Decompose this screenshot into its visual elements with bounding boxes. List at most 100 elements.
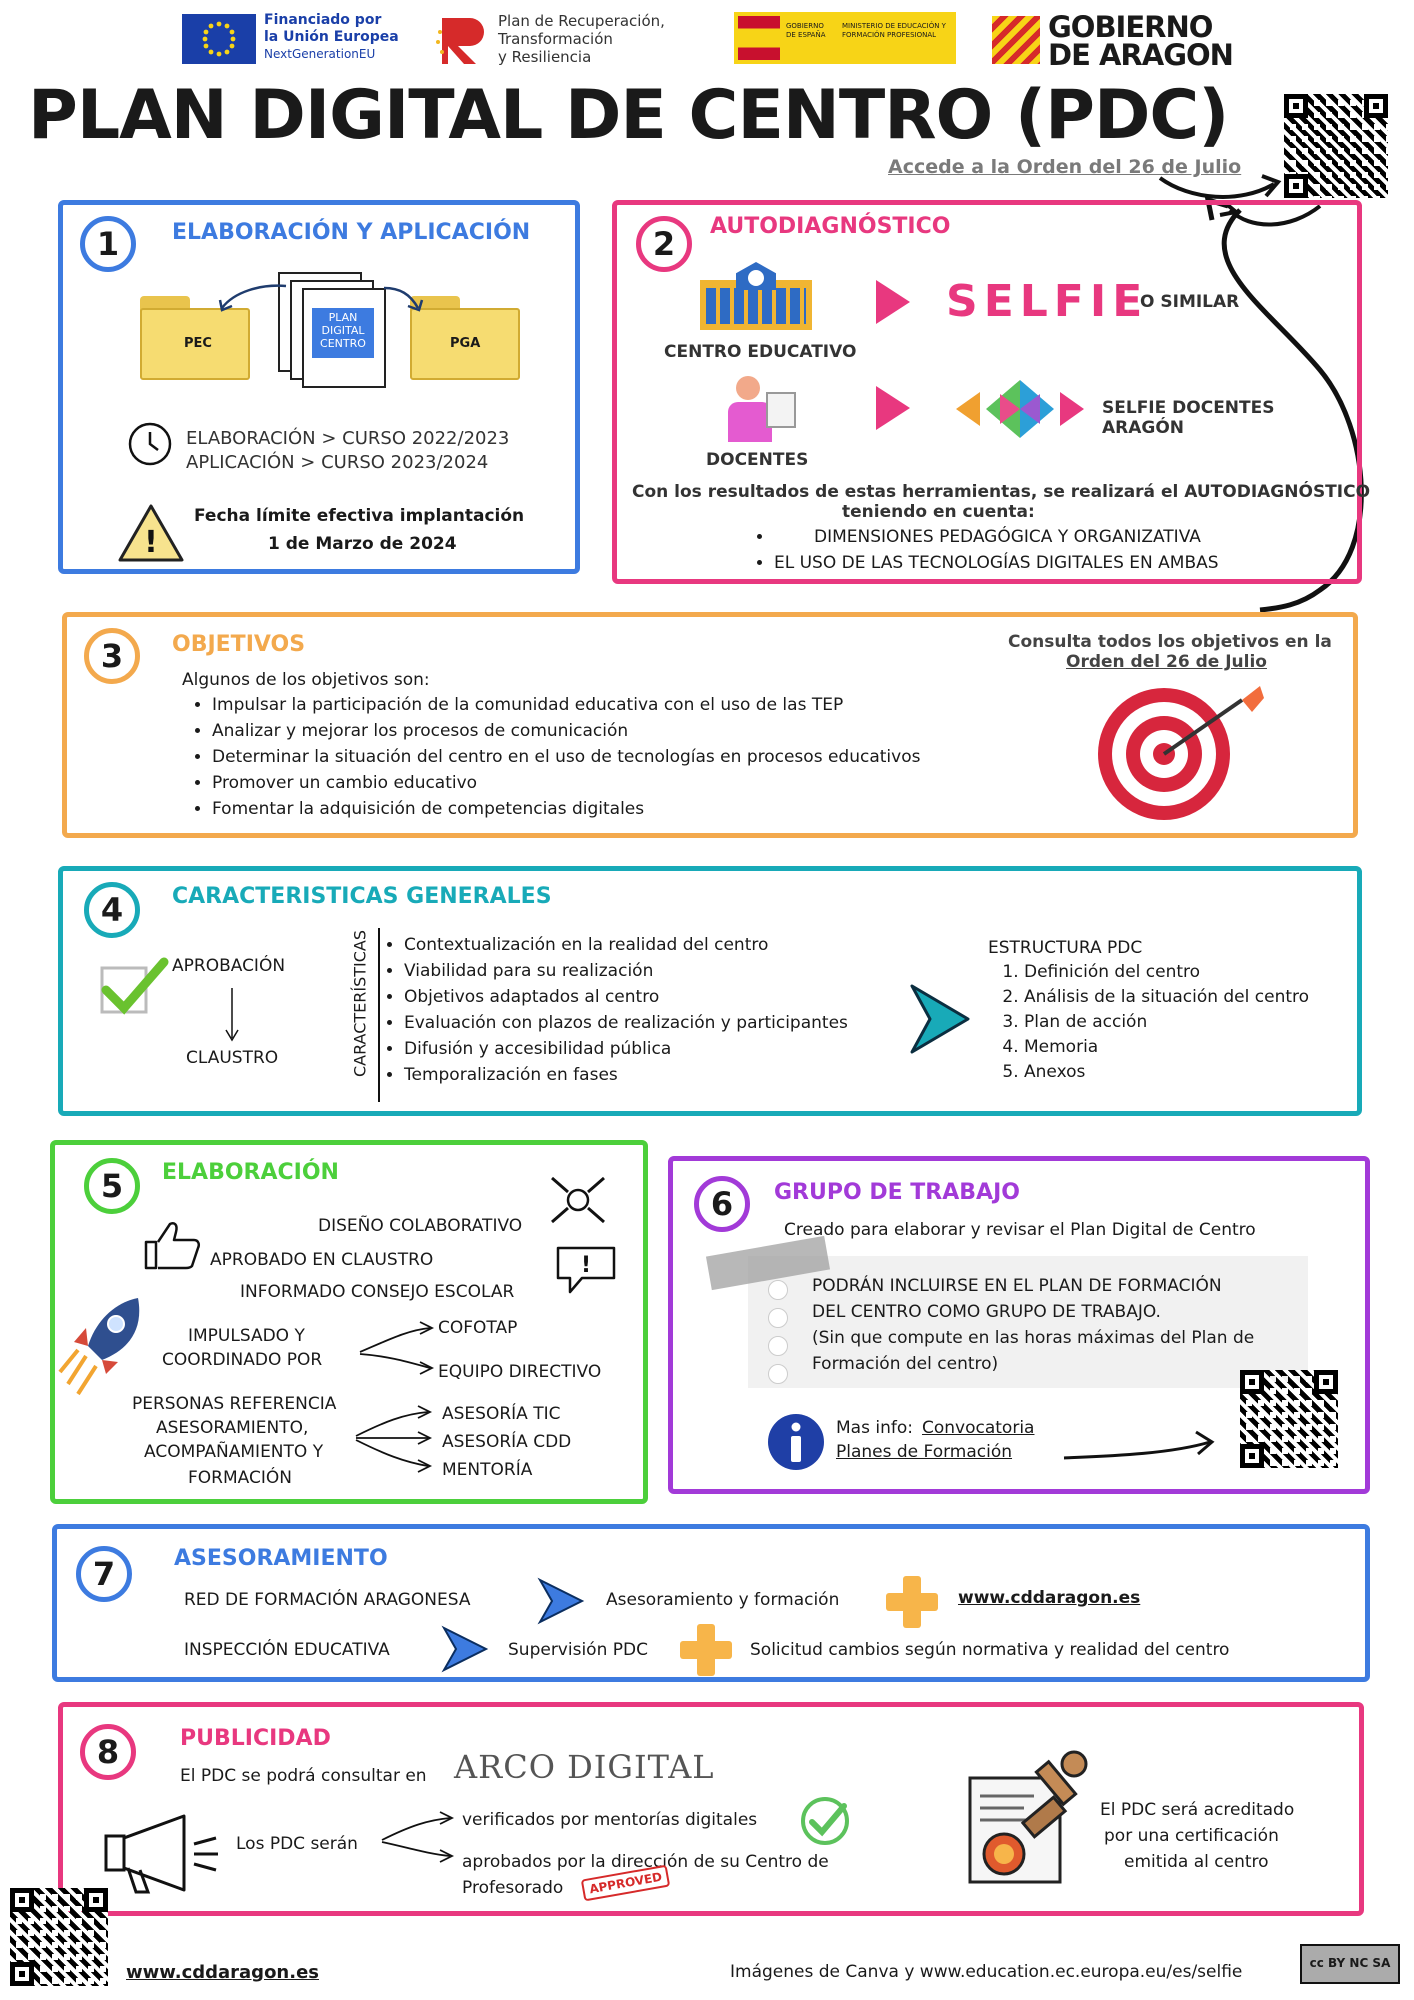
verificados-label: verificados por mentorías digitales: [462, 1810, 758, 1830]
teacher-icon: [722, 376, 796, 442]
list-item: Fomentar la adquisición de competencias …: [212, 796, 920, 822]
list-item: Viabilidad para su realización: [404, 958, 848, 984]
order-link[interactable]: Accede a la Orden del 26 de Julio: [888, 156, 1242, 178]
doc-label-2: DIGITAL: [321, 324, 365, 337]
list-item: Plan de acción: [1024, 1010, 1309, 1035]
school-building-icon: [700, 262, 812, 330]
right-arrow-icon: [1063, 1430, 1215, 1460]
impulsado-line2: COORDINADO POR: [162, 1350, 323, 1370]
list-item: Promover un cambio educativo: [212, 770, 920, 796]
cddaragon-link[interactable]: www.cddaragon.es: [958, 1588, 1141, 1608]
qr-code-formacion[interactable]: [1240, 1370, 1338, 1468]
info-icon: [768, 1414, 824, 1470]
spain-shield-icon: [738, 16, 780, 60]
prtr-line2: Transformación: [498, 30, 613, 48]
acreditado-line3: emitida al centro: [1124, 1852, 1269, 1872]
seran-label: Los PDC serán: [236, 1834, 358, 1854]
planes-formacion-link[interactable]: Planes de Formación: [836, 1442, 1013, 1462]
teamwork-hands-icon: [551, 1176, 605, 1224]
list-item: Impulsar la participación de la comunida…: [212, 692, 920, 718]
consulta-link[interactable]: Orden del 26 de Julio: [1066, 652, 1267, 672]
section-1-box: [58, 200, 580, 574]
page-title: PLAN DIGITAL DE CENTRO (PDC): [28, 76, 1229, 155]
pga-label: PGA: [450, 336, 481, 351]
supervision-label: Supervisión PDC: [508, 1640, 648, 1660]
equipo-directivo-label: EQUIPO DIRECTIVO: [438, 1362, 602, 1382]
creado-text: Creado para elaborar y revisar el Plan D…: [784, 1220, 1256, 1240]
inspeccion-label: INSPECCIÓN EDUCATIVA: [184, 1640, 390, 1660]
asesoria-tic-label: ASESORÍA TIC: [442, 1404, 561, 1424]
target-icon: [1098, 686, 1264, 820]
list-item: EL USO DE LAS TECNOLOGÍAS DIGITALES EN A…: [774, 550, 1219, 576]
aprobado-label: APROBADO EN CLAUSTRO: [210, 1250, 434, 1270]
aplic-text: APLICACIÓN > CURSO 2023/2024: [186, 452, 489, 473]
impulsado-line1: IMPULSADO Y: [188, 1326, 305, 1346]
triple-arrows-icon: [355, 1405, 433, 1473]
elab-text: ELABORACIÓN > CURSO 2022/2023: [186, 428, 510, 449]
results-line1: Con los resultados de estas herramientas…: [632, 482, 1371, 502]
svg-text:!: !: [144, 525, 158, 560]
section-8-title: PUBLICIDAD: [180, 1726, 331, 1751]
aprobados-line2: Profesorado: [462, 1878, 564, 1898]
aragon-flag-icon: [992, 16, 1040, 64]
estructura-list: Definición del centro Análisis de la sit…: [1002, 960, 1309, 1085]
prtr-line1: Plan de Recuperación,: [498, 12, 665, 30]
section-5-box: [50, 1140, 648, 1504]
section-4-title: CARACTERISTICAS GENERALES: [172, 884, 552, 909]
red-label: RED DE FORMACIÓN ARAGONESA: [184, 1590, 471, 1610]
note-line1: PODRÁN INCLUIRSE EN EL PLAN DE FORMACIÓN: [812, 1276, 1222, 1296]
plus-icon-2: [680, 1624, 732, 1676]
docentes-label: DOCENTES: [706, 450, 809, 470]
asesoramiento-label: Asesoramiento y formación: [606, 1590, 840, 1610]
list-item: Temporalización en fases: [404, 1062, 848, 1088]
objetivos-list: Impulsar la participación de la comunida…: [188, 692, 920, 822]
qr-code-footer[interactable]: [10, 1888, 108, 1986]
consulta-line1: Consulta todos los objetivos en la: [1008, 632, 1332, 652]
eu-logo: Financiado por la Unión Europea NextGene…: [182, 12, 412, 66]
aprobacion-label: APROBACIÓN: [172, 956, 286, 976]
qr-code-orden[interactable]: [1284, 94, 1388, 198]
acreditado-line2: por una certificación: [1104, 1826, 1279, 1846]
prtr-r-icon: [432, 12, 490, 68]
split-arrows-icon-2: [381, 1811, 455, 1863]
solicitud-label: Solicitud cambios según normativa y real…: [750, 1640, 1230, 1660]
chevron-right-icon-5: [441, 1625, 489, 1673]
eu-line1: Financiado por: [264, 12, 382, 28]
section-6-title: GRUPO DE TRABAJO: [774, 1180, 1020, 1205]
aragon-line1: GOBIERNO: [1048, 10, 1213, 44]
clock-icon: [128, 422, 172, 466]
list-item: Memoria: [1024, 1035, 1309, 1060]
section-5-title: ELABORACIÓN: [162, 1160, 339, 1185]
section-3-box: [62, 612, 1358, 838]
document-stack-icon: PLAN DIGITAL CENTRO: [278, 272, 386, 388]
info-prefix: Mas info:: [836, 1418, 913, 1438]
rocket-icon: [58, 1298, 140, 1396]
results-line2: teniendo en cuenta:: [842, 502, 1035, 522]
gobierno-aragon-logo: GOBIERNO DE ARAGON: [992, 10, 1234, 70]
cofotap-label: COFOTAP: [438, 1318, 518, 1338]
gobierno-espana-logo: GOBIERNO DE ESPAÑA MINISTERIO DE EDUCACI…: [734, 12, 956, 64]
prtr-line3: y Resiliencia: [498, 48, 592, 66]
svg-text:!: !: [581, 1253, 591, 1278]
section-6-number: 6: [694, 1176, 750, 1232]
section-2-box: [612, 200, 1362, 584]
estructura-title: ESTRUCTURA PDC: [988, 938, 1143, 958]
section-8-number: 8: [80, 1724, 136, 1780]
note-line2: DEL CENTRO COMO GRUPO DE TRABAJO.: [812, 1302, 1161, 1322]
o-similar-label: O SIMILAR: [1140, 292, 1240, 312]
doc-label-1: PLAN: [328, 311, 358, 324]
section-8-box: [58, 1702, 1364, 1916]
section-7-number: 7: [76, 1546, 132, 1602]
convocatoria-link[interactable]: Convocatoria: [922, 1418, 1035, 1438]
section-2-title: AUTODIAGNÓSTICO: [710, 214, 951, 239]
chevron-right-icon: [876, 280, 910, 324]
deadline-line2: 1 de Marzo de 2024: [268, 534, 457, 554]
speech-alert-icon: !: [556, 1246, 616, 1294]
personas-line2: ASESORAMIENTO,: [156, 1418, 309, 1438]
selfie-logo: SELFIE: [946, 276, 1149, 327]
footer-web-link[interactable]: www.cddaragon.es: [126, 1962, 320, 1983]
section-1-title: ELABORACIÓN Y APLICACIÓN: [172, 220, 531, 245]
chevron-right-icon-2: [876, 386, 910, 430]
personas-line1: PERSONAS REFERENCIA: [132, 1394, 337, 1414]
thumbs-up-icon: [144, 1222, 201, 1270]
